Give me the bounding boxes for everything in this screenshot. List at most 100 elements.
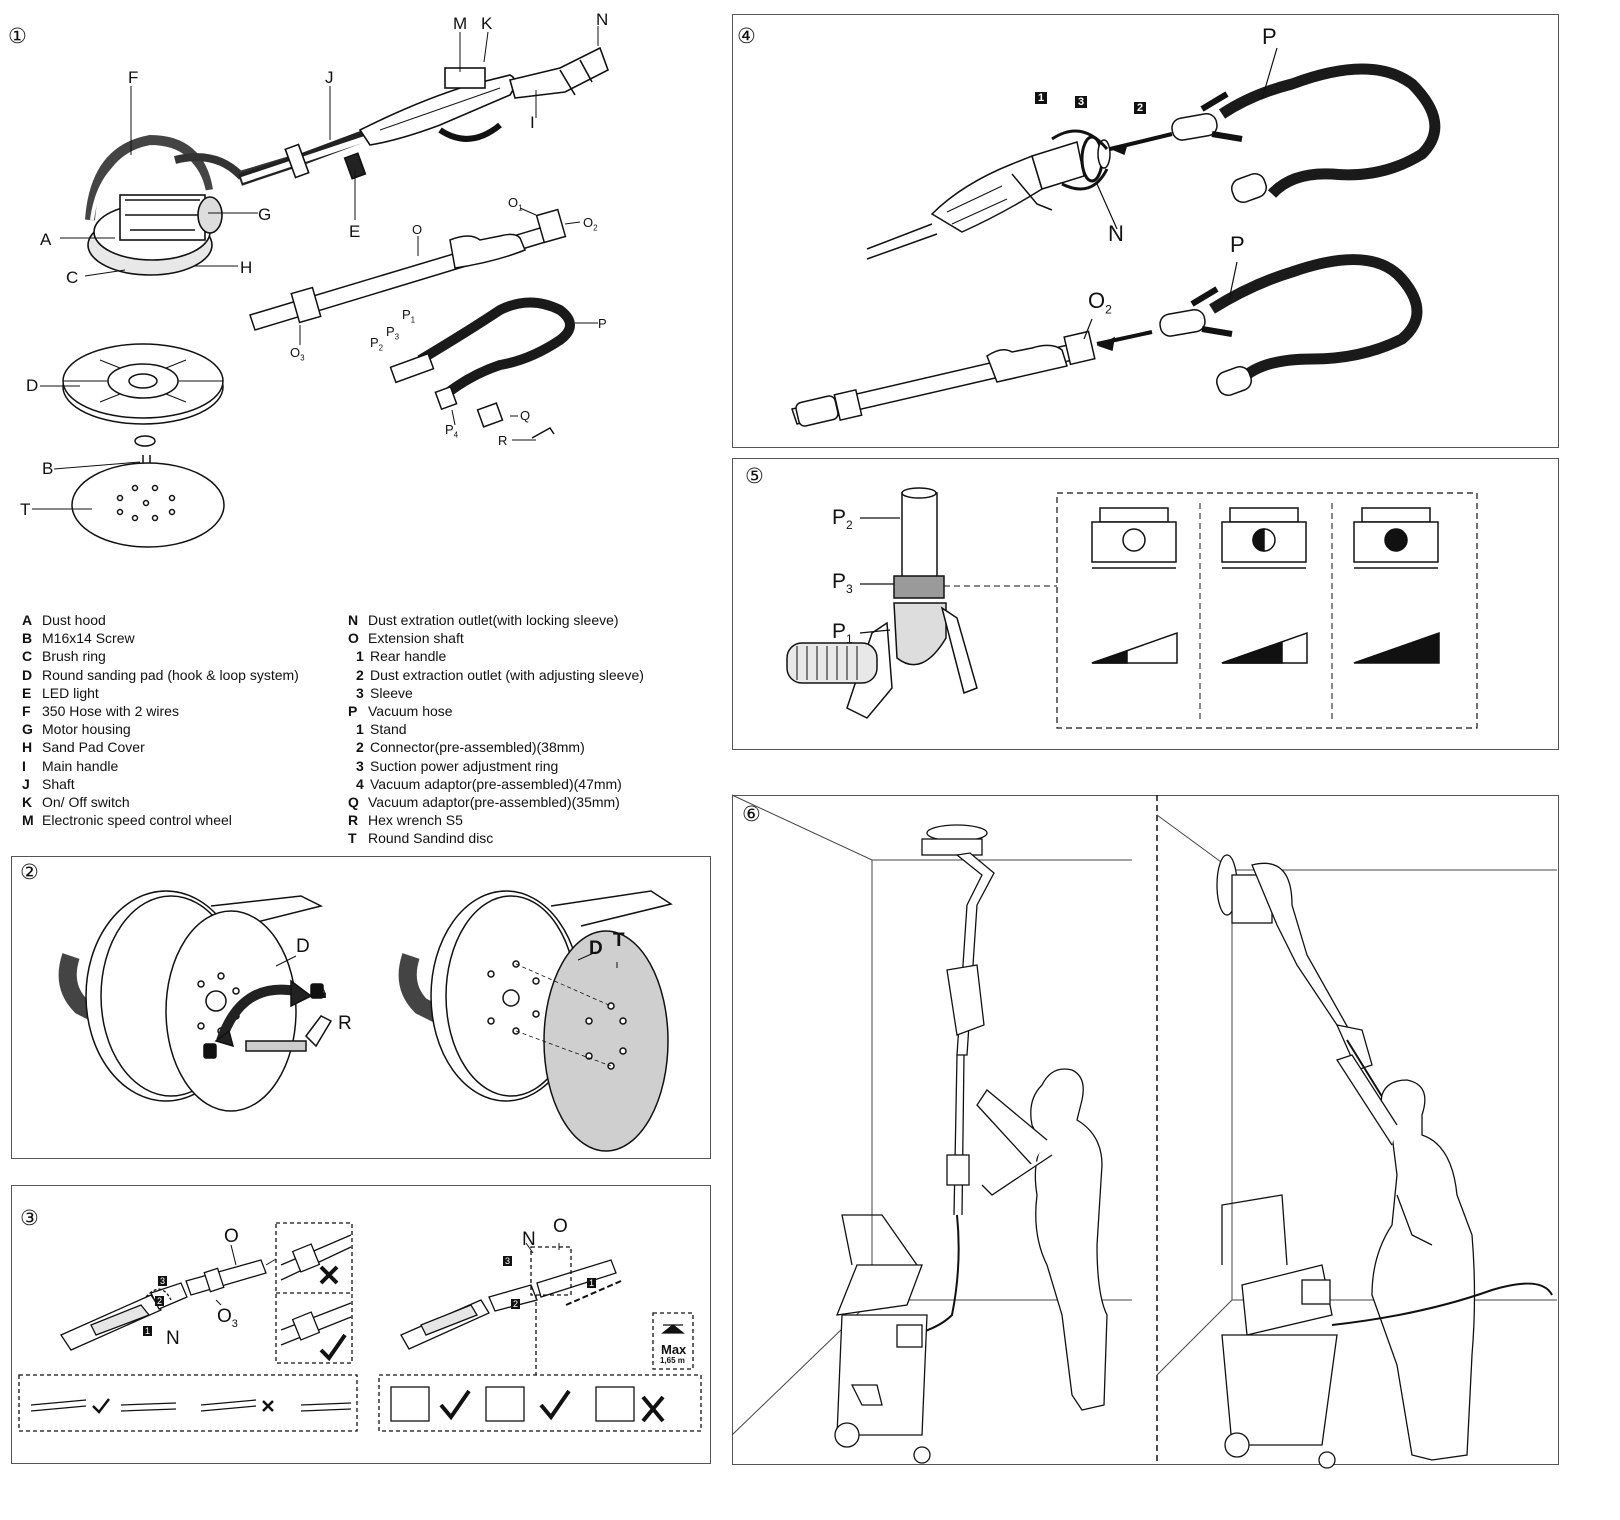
label-O3: O3 xyxy=(290,345,305,363)
legend-text: Brush ring xyxy=(42,648,106,665)
legend-key: O xyxy=(348,630,359,647)
pad-mounting-drawing xyxy=(58,890,673,1152)
legend-key: E xyxy=(22,684,32,701)
label-P-bottom: P xyxy=(1230,232,1245,257)
label-N: N xyxy=(596,10,609,29)
legend-key: T xyxy=(348,830,357,847)
label-C: C xyxy=(66,268,79,287)
legend-text: Extension shaft xyxy=(368,630,464,647)
legend-row: T Round Sandind disc xyxy=(348,829,644,847)
legend-text: Dust extraction outlet (with adjusting s… xyxy=(370,666,644,683)
drywall-sander-drawing xyxy=(32,26,609,548)
legend-text: Round Sandind disc xyxy=(368,830,494,847)
legend-row: 1 Stand xyxy=(348,720,644,738)
legend-row: B M16x14 Screw xyxy=(22,629,299,647)
legend-row: Q Vacuum adaptor(pre-assembled)(35mm) xyxy=(348,793,644,811)
label-O: O xyxy=(412,222,423,237)
legend-key: N xyxy=(348,612,359,628)
legend-row: I Main handle xyxy=(22,757,299,775)
usage-scene-drawing xyxy=(731,794,1557,1469)
label-N-fig4: N xyxy=(1108,221,1124,246)
label-P1: P1 xyxy=(402,307,416,325)
legend-text: Vacuum adaptor(pre-assembled)(47mm) xyxy=(370,775,622,792)
label-E: E xyxy=(349,222,361,241)
label-N-fig3-left: N xyxy=(166,1328,180,1349)
label-P3: P3 xyxy=(386,324,400,342)
legend-key: F xyxy=(22,703,31,720)
label-T: T xyxy=(20,500,31,519)
label-O2: O2 xyxy=(583,215,598,233)
step-1-badge-right: 1 xyxy=(587,1278,597,1288)
legend-key: C xyxy=(22,648,33,665)
legend-text: Stand xyxy=(370,721,407,738)
label-R-fig2: R xyxy=(338,1013,352,1034)
section-2-number: ② xyxy=(20,860,39,884)
legend-text: Suction power adjustment ring xyxy=(370,757,559,774)
label-F: F xyxy=(128,68,139,87)
label-A: A xyxy=(40,230,52,249)
hose-connection-drawing xyxy=(791,47,1441,427)
label-P4: P4 xyxy=(445,422,459,440)
label-J: J xyxy=(325,68,334,87)
legend-text: Main handle xyxy=(42,757,119,774)
legend-key: R xyxy=(348,812,359,829)
label-B: B xyxy=(42,459,54,478)
label-P3-fig5: P3 xyxy=(832,570,853,597)
legend-text: M16x14 Screw xyxy=(42,630,135,647)
label-D-left: D xyxy=(296,936,310,957)
section-6-number: ⑥ xyxy=(742,802,761,826)
legend-text: Vacuum hose xyxy=(368,703,453,720)
legend-key: 2 xyxy=(356,739,364,756)
legend-key: A xyxy=(22,612,33,628)
label-P: P xyxy=(598,316,607,331)
legend-row: N Dust extration outlet(with locking slee… xyxy=(348,611,644,629)
legend-text: 350 Hose with 2 wires xyxy=(42,703,179,720)
legend-key: M xyxy=(22,812,34,829)
label-P-top: P xyxy=(1262,24,1277,49)
label-D-right: D xyxy=(589,938,603,959)
legend-text: Vacuum adaptor(pre-assembled)(35mm) xyxy=(368,794,620,811)
label-O1: O1 xyxy=(508,195,523,213)
legend-row: M Electronic speed control wheel xyxy=(22,811,299,829)
step-1-badge-left: 1 xyxy=(143,1326,153,1336)
lock-icon: 🔒︎ xyxy=(317,982,327,1002)
legend-key: Q xyxy=(348,794,359,811)
legend-row: 3 Suction power adjustment ring xyxy=(348,757,644,775)
label-M: M xyxy=(453,14,468,33)
legend-key: H xyxy=(22,739,33,756)
legend-text: Hex wrench S5 xyxy=(368,812,463,829)
legend-key: 1 xyxy=(356,721,364,738)
legend-row: C Brush ring xyxy=(22,647,299,665)
legend-text: Dust extration outlet(with locking sleev… xyxy=(368,612,619,628)
legend-key: 3 xyxy=(356,684,364,701)
unlock-icon: 🔓︎ xyxy=(204,1043,215,1060)
label-O-fig3-right: O xyxy=(553,1216,568,1237)
legend-text: Connector(pre-assembled)(38mm) xyxy=(370,739,585,756)
legend-row: 2 Connector(pre-assembled)(38mm) xyxy=(348,738,644,756)
step-2-badge-right: 2 xyxy=(511,1299,521,1309)
section-4-number: ④ xyxy=(737,24,756,48)
legend-key: B xyxy=(22,630,33,647)
label-P1-fig5: P1 xyxy=(832,620,853,647)
legend-key: I xyxy=(22,757,26,774)
label-T-fig2: T xyxy=(613,930,625,951)
legend-row: R Hex wrench S5 xyxy=(348,811,644,829)
legend-key: 3 xyxy=(356,757,364,774)
max-height-label: 1,65 m xyxy=(660,1356,685,1365)
legend-text: Electronic speed control wheel xyxy=(42,812,232,829)
label-G: G xyxy=(258,205,272,224)
label-N-fig3-right: N xyxy=(522,1229,536,1250)
section-1-number: ① xyxy=(8,24,27,48)
label-I: I xyxy=(530,113,535,132)
